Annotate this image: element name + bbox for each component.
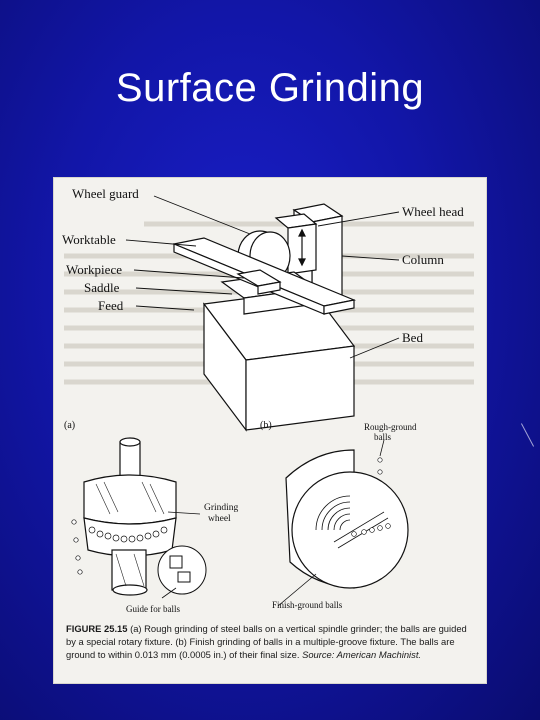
label-wheel-guard: Wheel guard [72,186,139,201]
label-grinding-2: wheel [208,514,231,524]
figure-caption: FIGURE 25.15 (a) Rough grinding of steel… [66,622,478,661]
label-grinding-1: Grinding [204,503,239,513]
label-rough-ground-2: balls [374,432,391,442]
label-saddle: Saddle [84,280,120,295]
label-guide-for-balls: Guide for balls [126,604,180,614]
leader-lines [125,195,400,359]
caption-figure-number: FIGURE 25.15 [66,623,128,634]
panel-a-label: (a) [64,420,75,431]
balls-row-b [351,457,391,537]
leaders-a [161,511,201,599]
edge-mark [520,423,535,447]
grooves [315,495,389,549]
caption-text: (a) Rough grinding of steel balls on a v… [66,623,467,660]
surface-grinder-drawing [171,203,357,432]
label-worktable: Worktable [62,232,116,247]
label-bed: Bed [402,330,423,345]
label-column: Column [402,252,444,267]
panel-b-label: (b) [260,420,272,431]
balls-row-a [71,519,168,575]
label-feed: Feed [98,298,124,313]
label-finish-ground: Finish-ground balls [272,600,343,610]
leaders-b [277,439,385,607]
label-rough-ground-1: Rough-ground [364,422,417,432]
guide-inset [157,545,207,595]
scanned-figure: Wheel guard Wheel head Worktable Column … [54,178,486,683]
hatching [95,481,165,587]
multi-groove-drawing [285,449,409,589]
slide-title: Surface Grinding [115,66,425,110]
machine-diagram: Wheel guard Wheel head Worktable Column … [62,186,474,614]
label-workpiece: Workpiece [66,262,122,277]
caption-source: Source: American Machinist. [302,649,422,660]
label-wheel-head: Wheel head [402,204,464,219]
